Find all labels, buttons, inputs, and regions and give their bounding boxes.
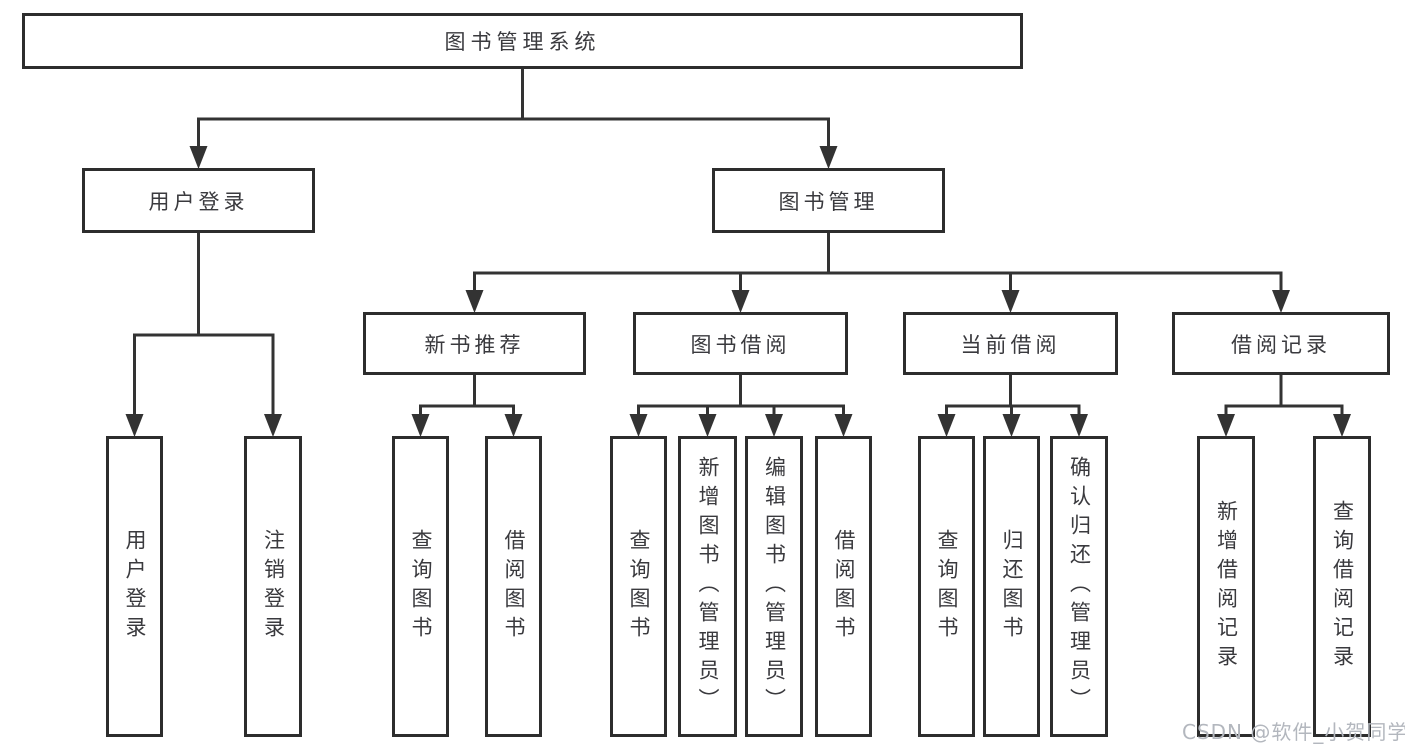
node-add-borrow-record-leaf: 新增借阅记录: [1197, 436, 1255, 737]
node-edit-book-admin-leaf: 编辑图书（管理员）: [745, 436, 803, 737]
node-current-borrowing: 当前借阅: [903, 312, 1118, 375]
node-add-book-admin-leaf: 新增图书（管理员）: [678, 436, 737, 737]
node-new-book-recommend: 新书推荐: [363, 312, 586, 375]
node-borrowing-records: 借阅记录: [1172, 312, 1390, 375]
node-confirm-return-admin-leaf: 确认归还（管理员）: [1050, 436, 1108, 737]
node-borrow-books-leaf-1: 借阅图书: [485, 436, 542, 737]
node-query-books-leaf-2: 查询图书: [610, 436, 667, 737]
node-book-borrowing: 图书借阅: [633, 312, 848, 375]
node-query-books-leaf-1: 查询图书: [392, 436, 449, 737]
node-library-management-system: 图书管理系统: [22, 13, 1023, 69]
node-return-book-leaf: 归还图书: [983, 436, 1040, 737]
node-user-login: 用户登录: [82, 168, 315, 233]
node-user-login-leaf: 用户登录: [106, 436, 163, 737]
node-logout-leaf: 注销登录: [244, 436, 302, 737]
node-query-borrow-record-leaf: 查询借阅记录: [1313, 436, 1371, 737]
node-query-books-leaf-3: 查询图书: [918, 436, 975, 737]
csdn-watermark: CSDN @软件_小贺同学: [1182, 720, 1405, 744]
node-book-management: 图书管理: [712, 168, 945, 233]
node-borrow-books-leaf-2: 借阅图书: [815, 436, 872, 737]
